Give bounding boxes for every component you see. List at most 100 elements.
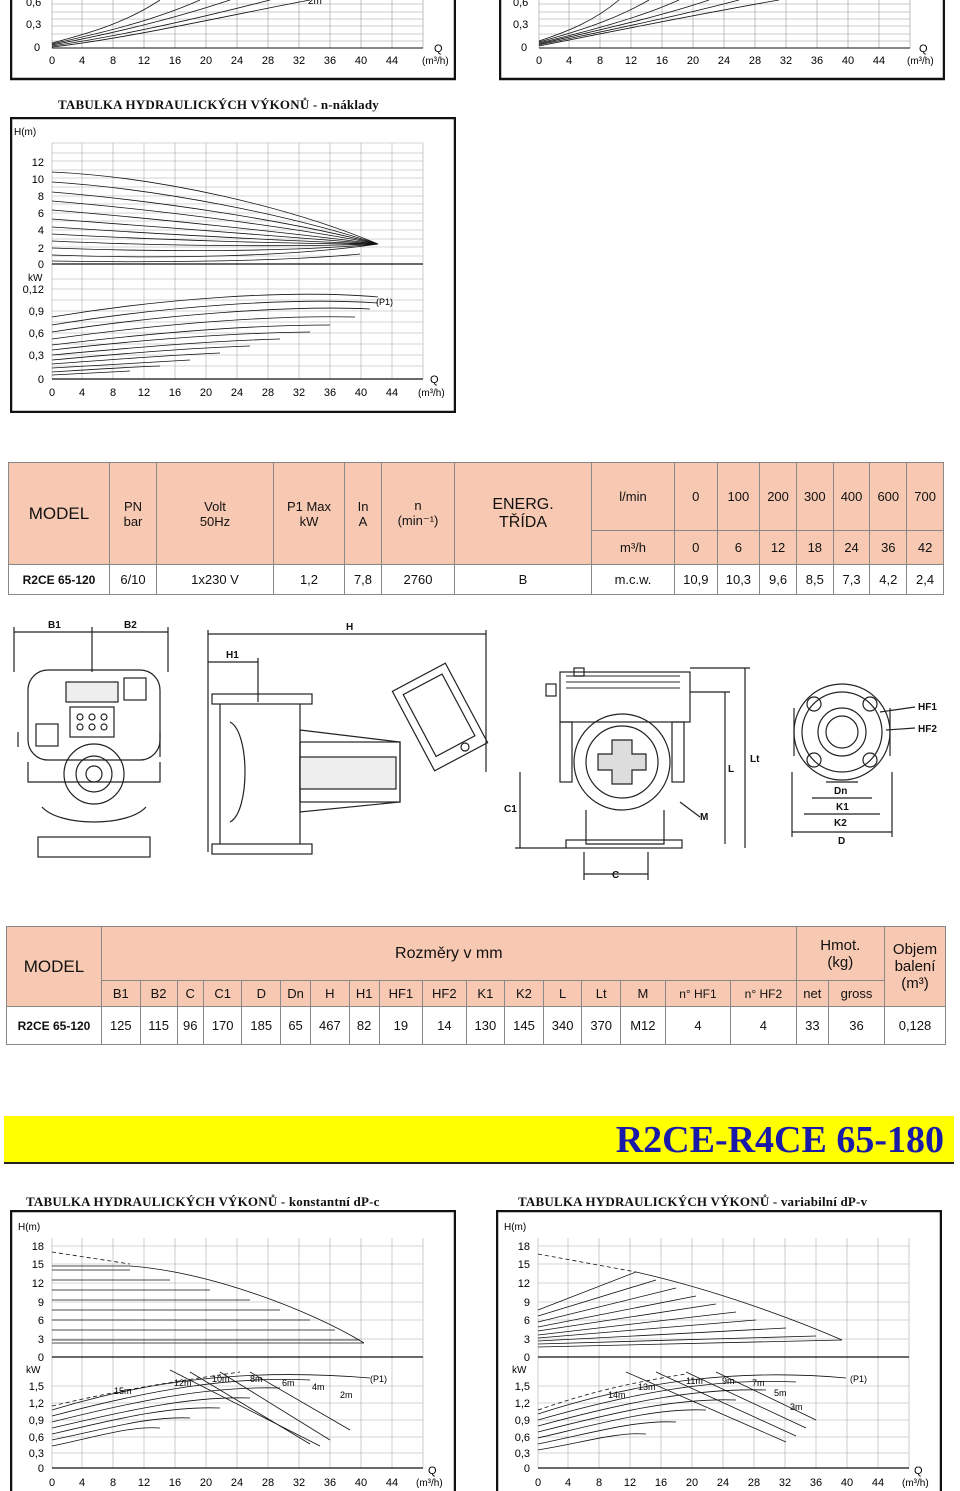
h-tick: 3 [38,1334,44,1346]
unit-label: (m³/h) [416,1478,443,1489]
head-cell: 9,6 [759,564,797,595]
m3h-cell: 6 [716,530,761,565]
curve-label: 10m [212,1374,230,1384]
x-tick: 44 [386,55,398,67]
front-view [13,627,169,858]
h-tick: 15 [32,1259,44,1271]
model-header: MODEL [8,462,110,565]
curve-label: 2m [340,1390,353,1400]
chart-title: TABULKA HYDRAULICKÝCH VÝKONŮ - n-náklady [58,97,380,112]
x-tick: 20 [687,55,699,67]
col-header: D [241,980,282,1007]
h-tick: 3 [524,1334,530,1346]
lmin-cell: 400 [832,462,871,531]
y-axis-label: H(m) [504,1222,526,1233]
dim-cell: 185 [241,1006,282,1045]
x-tick: 4 [79,55,85,67]
x-tick: 16 [169,387,181,399]
unit-label: (m³/h) [418,388,445,399]
side-view [207,630,489,855]
x-tick: 40 [355,387,367,399]
top-left-partial-chart: 0,6 0,3 0 2m 0 4 8 12 16 20 24 28 32 36 … [10,0,456,81]
col-header: L [542,980,583,1007]
x-tick: 16 [656,55,668,67]
lmin-cell: 700 [906,462,944,531]
head-cell: 10,9 [674,564,718,595]
x-tick: 4 [566,55,572,67]
y-axis-label: H(m) [14,127,36,138]
kw-tick: 1,5 [515,1381,530,1393]
curve-label: 4m [312,1382,325,1392]
kw-tick: 0,6 [29,1432,44,1444]
dim-cell: 467 [310,1006,350,1045]
x-tick: 40 [841,1477,853,1489]
x-tick: 36 [324,1477,336,1489]
lmin-cell: 600 [869,462,908,531]
x-tick: 32 [293,1477,305,1489]
x-tick: 12 [138,55,150,67]
dim-cell: 125 [101,1006,141,1045]
col-header: H1 [348,980,380,1007]
x-tick: 16 [169,55,181,67]
x-tick: 0 [49,1477,55,1489]
dim-cell: M12 [620,1006,666,1045]
dim-b1: B1 [48,620,61,631]
kw-label: kW [512,1365,527,1376]
curve-label: 6m [282,1378,295,1388]
h-tick: 18 [518,1241,530,1253]
dim-dn: Dn [834,786,847,797]
kw-tick: 1,2 [29,1398,44,1410]
curve-label: 8m [250,1374,263,1384]
dim-cell: 33 [795,1006,830,1045]
lmin-cell: 300 [795,462,834,531]
model-cell: R2CE 65-120 [6,1006,102,1045]
x-tick: 28 [749,55,761,67]
x-tick: 32 [293,55,305,67]
dim-b2: B2 [124,620,137,631]
dim-hf2: HF2 [918,724,937,735]
kw-tick: 0,9 [29,306,44,318]
n-cell: 2760 [381,564,455,595]
dim-cell: 82 [348,1006,380,1045]
x-tick: 32 [779,1477,791,1489]
energ-header: ENERG.TŘÍDA [454,462,592,565]
x-tick: 12 [138,1477,150,1489]
h-tick: 0 [524,1352,530,1364]
model-header: MODEL [6,926,102,1007]
x-tick: 36 [810,1477,822,1489]
x-tick: 8 [110,387,116,399]
energ-cell: B [454,564,592,595]
x-tick: 36 [324,55,336,67]
x-tick: 40 [842,55,854,67]
kw-tick: 0,9 [29,1415,44,1427]
kw-tick: 0,3 [515,1448,530,1460]
x-tick: 0 [49,387,55,399]
model-banner: R2CE-R4CE 65-180 [4,1116,954,1164]
x-tick: 8 [596,1477,602,1489]
flange-view [791,683,916,837]
x-tick: 24 [231,387,243,399]
q-label: Q [434,43,443,55]
m3h-cell: 18 [795,530,834,565]
curve-label: 12m [174,1378,192,1388]
x-tick: 32 [293,387,305,399]
dim-k2: K2 [834,818,847,829]
x-tick: 24 [718,55,730,67]
kw-tick: 0,3 [26,19,41,31]
col-header: gross [828,980,885,1007]
curve-label: 7m [752,1378,765,1388]
x-tick: 0 [49,55,55,67]
x-tick: 44 [872,1477,884,1489]
h-tick: 12 [518,1278,530,1290]
kw-tick: 0 [38,374,44,386]
kw-tick: 0,12 [23,284,44,296]
col-header: Lt [581,980,621,1007]
curve-label: 9m [722,1376,735,1386]
m3h-cell: 12 [759,530,797,565]
h-tick: 12 [32,1278,44,1290]
q-label: Q [919,43,928,55]
col-header: HF1 [378,980,424,1007]
x-tick: 36 [811,55,823,67]
